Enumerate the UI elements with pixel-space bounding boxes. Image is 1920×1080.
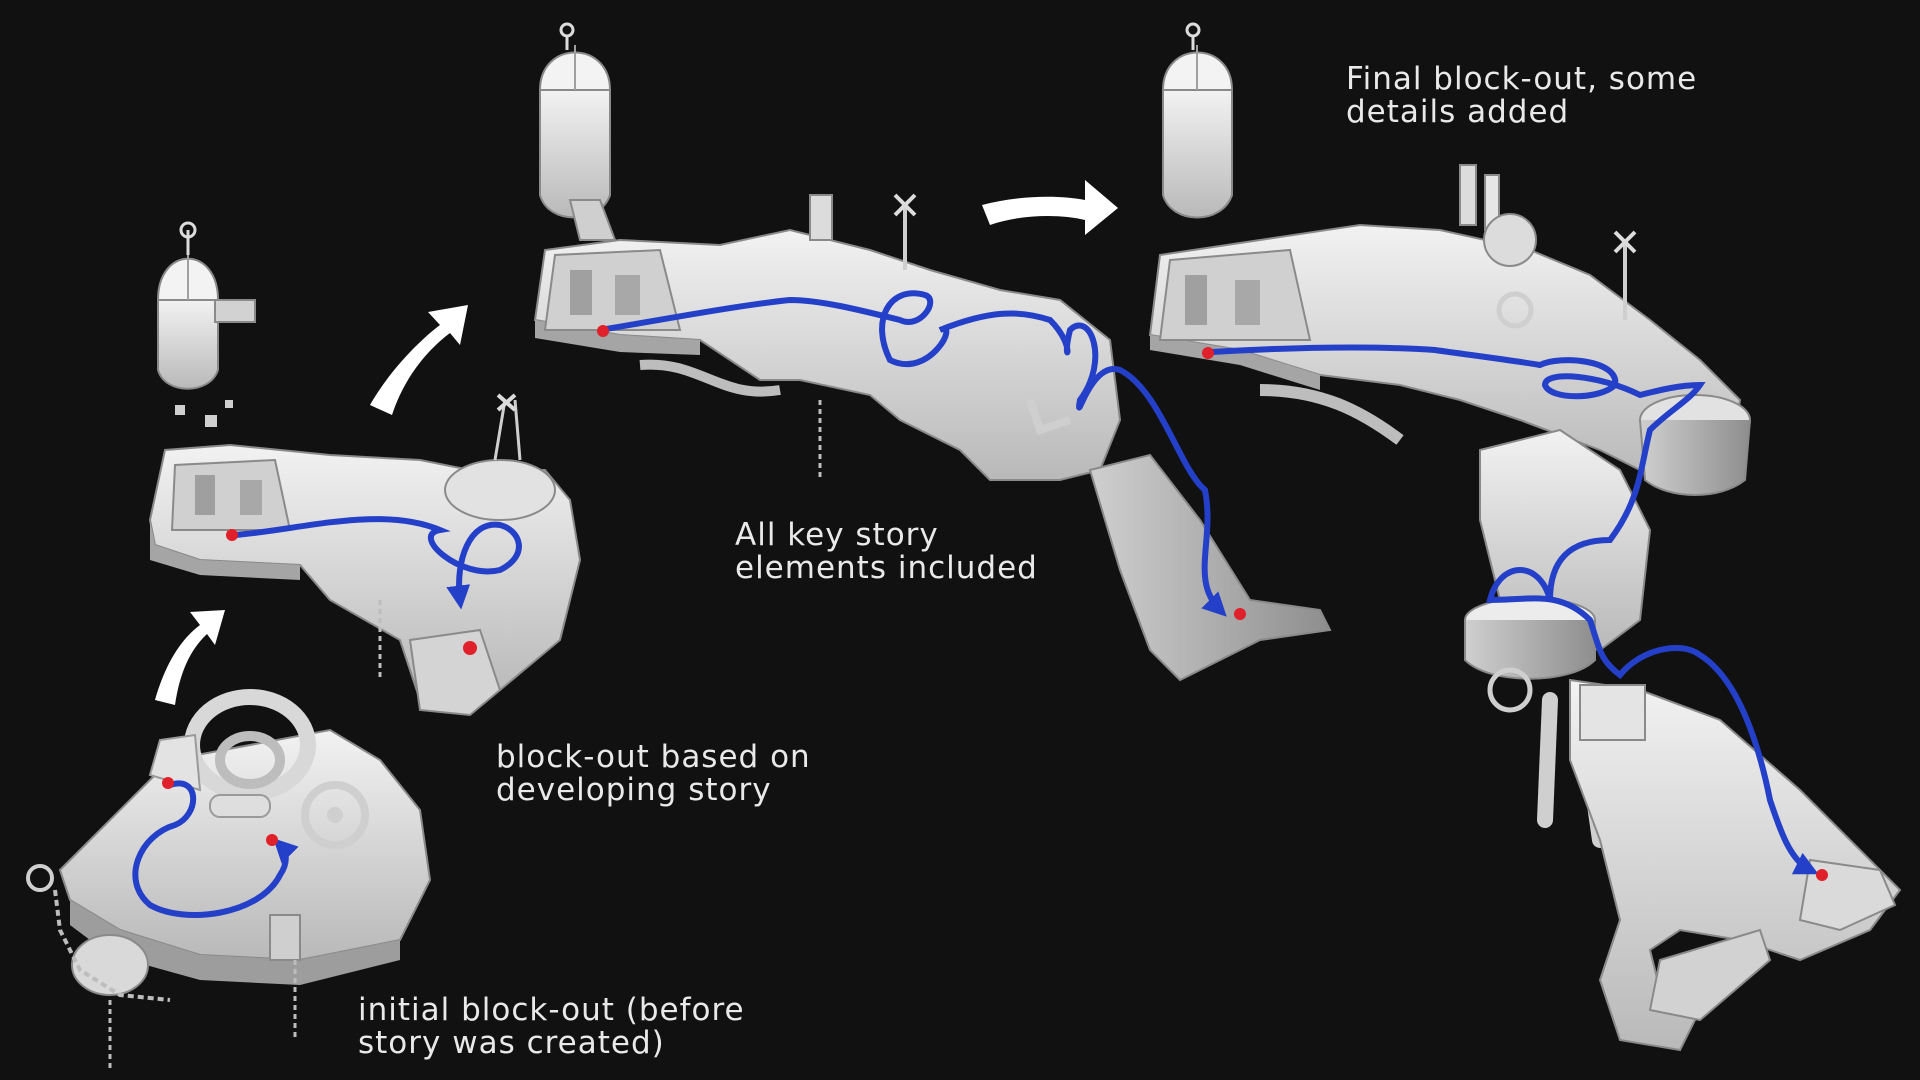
story-end-marker <box>1816 869 1828 881</box>
story-start-marker <box>1202 347 1214 359</box>
caption-final-blockout: Final block-out, some details added <box>1346 61 1698 130</box>
model-final-blockout <box>1148 22 1902 1052</box>
caption-developing-story: block-out based on developing story <box>496 739 811 808</box>
story-start-marker <box>597 325 609 337</box>
story-start-marker <box>226 529 238 541</box>
model-initial-blockout <box>26 689 432 1070</box>
caption-initial-blockout: initial block-out (before story was crea… <box>358 992 745 1061</box>
progress-arrow-2 <box>370 305 468 415</box>
story-end-marker <box>463 641 477 655</box>
progress-arrow-1 <box>155 610 225 705</box>
story-end-marker <box>1234 608 1246 620</box>
story-start-marker <box>162 777 174 789</box>
model-developing-blockout <box>148 221 582 717</box>
story-end-marker <box>266 834 278 846</box>
caption-key-story-elements: All key story elements included <box>735 517 1038 586</box>
progress-arrow-3 <box>982 180 1118 235</box>
model-key-story-blockout <box>533 22 1332 682</box>
